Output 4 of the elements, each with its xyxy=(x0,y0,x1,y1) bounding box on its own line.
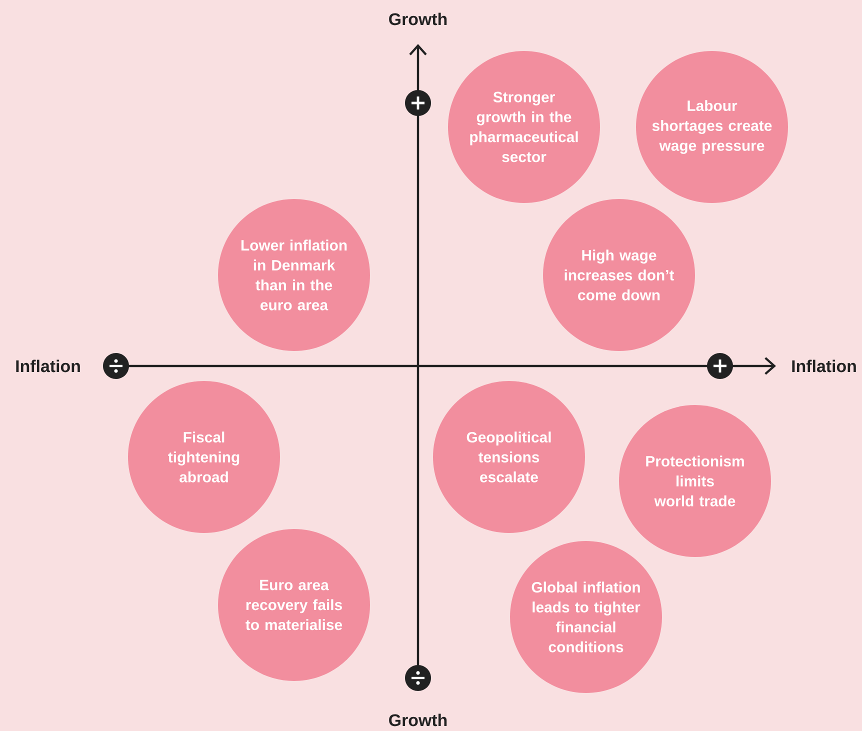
axis-label: Inflation xyxy=(792,360,856,372)
axis-label: Growth xyxy=(389,714,447,726)
axis-label: Growth xyxy=(389,12,447,26)
axis-label: Inflation xyxy=(16,360,80,372)
